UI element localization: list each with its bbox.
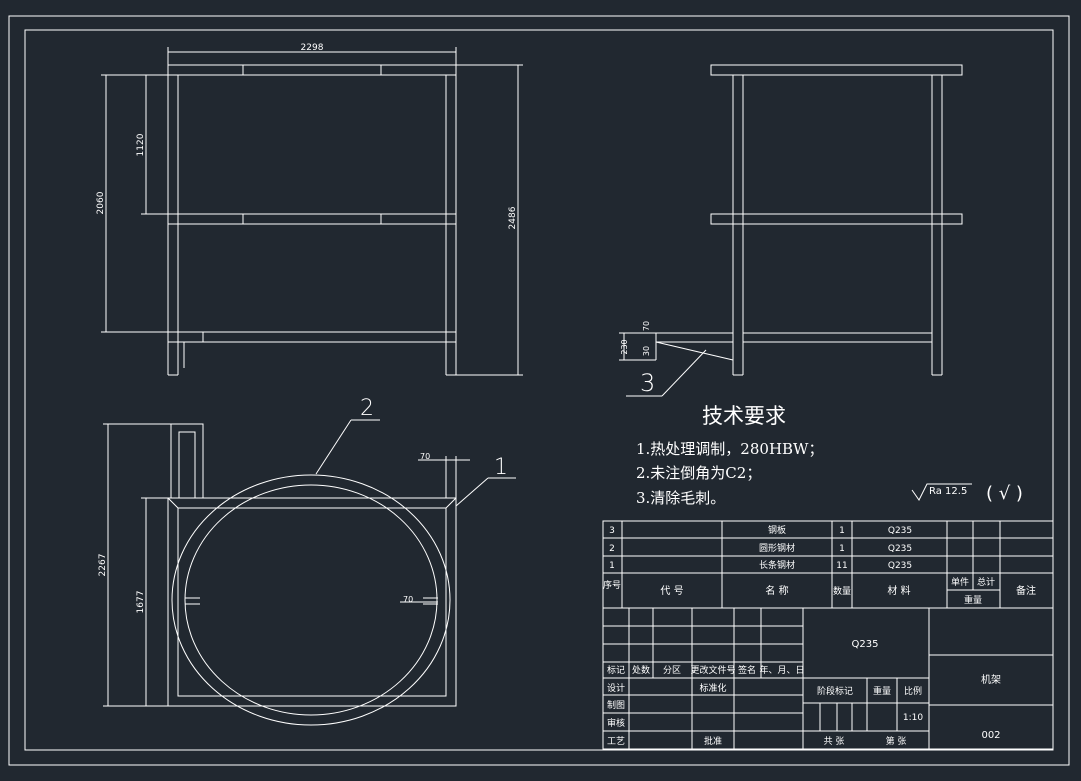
bom-head-no: 序号	[603, 579, 621, 591]
tb-process: 工艺	[607, 736, 625, 747]
tb-scale-label: 比例	[904, 685, 922, 697]
bom-head-unit: 单件	[951, 576, 969, 588]
tb-drafter: 制图	[607, 699, 625, 711]
inner-border	[24, 29, 1054, 751]
tb-approve: 批准	[704, 735, 722, 747]
tb-designer: 设计	[607, 682, 625, 694]
dim-plan-70b: 70	[403, 595, 413, 604]
bom-head-total: 总计	[977, 576, 995, 588]
bom-table: 3 钢板 1 Q235 2 圆形钢材 1 Q235 1 长条钢材 11 Q235…	[602, 520, 1054, 609]
outer-border	[8, 15, 1070, 766]
dim-side-30: 30	[642, 346, 651, 356]
tb-change-doc: 更改文件号	[690, 664, 735, 676]
tb-sign: 签名	[738, 664, 756, 676]
tb-marker: 标记	[607, 664, 625, 676]
dim-plan-70a: 70	[420, 452, 430, 461]
balloon-1: 1	[494, 455, 508, 480]
bom-row-2-qty: 1	[839, 544, 845, 554]
roughness-symbol	[911, 483, 972, 501]
roughness-general: ( √ )	[986, 483, 1023, 504]
bom-row-3-material: Q235	[888, 526, 912, 536]
tb-zone: 分区	[663, 665, 681, 676]
bom-row-2-no: 2	[609, 544, 615, 554]
dim-front-height: 2060	[96, 191, 106, 214]
tech-line-1: 1.热处理调制，280HBW；	[636, 440, 823, 458]
tech-line-2: 2.未注倒角为C2；	[636, 464, 761, 482]
bom-head-material: 材 料	[887, 584, 910, 597]
bom-row-1-material: Q235	[888, 561, 912, 571]
dim-total-height: 2486	[508, 206, 518, 229]
title-block: Q235 机架 002 标记 处数 分区 更改文件号 签名 年、月、日 设计 标…	[602, 607, 1054, 750]
balloon-2: 2	[360, 396, 374, 421]
tb-stage-mark: 阶段标记	[817, 685, 853, 697]
tb-count: 处数	[632, 664, 650, 676]
tb-weight: 重量	[873, 685, 891, 697]
dim-plan-total: 2267	[98, 554, 108, 577]
bom-row-2-name: 圆形钢材	[759, 542, 795, 554]
tech-title: 技术要求	[702, 404, 786, 428]
plan-view: 2267 1677 70 70 1 2	[98, 396, 516, 726]
dim-plan-inner: 1677	[136, 591, 146, 614]
tb-review: 审核	[607, 717, 625, 729]
tb-drawing-no: 002	[981, 730, 1000, 741]
dim-upper-gap: 1120	[136, 133, 146, 156]
bom-row-2-material: Q235	[888, 544, 912, 554]
bom-row-1-qty: 11	[836, 561, 847, 571]
dim-side-230: 230	[620, 339, 629, 354]
tb-drawing-name: 机架	[981, 673, 1001, 686]
bom-row-3-qty: 1	[839, 526, 845, 536]
roughness-label: Ra 12.5	[929, 486, 967, 497]
bom-row-3-name: 钢板	[768, 524, 786, 536]
bom-row-1-name: 长条钢材	[759, 559, 795, 571]
tb-sheets-total: 共 张	[824, 736, 845, 747]
dim-front-width: 2298	[301, 43, 324, 53]
tb-sheet-no: 第 张	[886, 735, 907, 747]
dim-side-70: 70	[642, 321, 651, 331]
bom-row-1-no: 1	[609, 561, 615, 571]
bom-head-code: 代 号	[660, 585, 683, 597]
tech-line-3: 3.清除毛刺。	[636, 489, 725, 507]
tb-material: Q235	[852, 639, 879, 650]
tb-date: 年、月、日	[759, 664, 804, 676]
side-view: 230 70 30 3	[619, 64, 963, 397]
front-view: 2298 1120 2060 2486	[96, 43, 523, 376]
bom-head-remarks: 备注	[1016, 584, 1036, 597]
bom-head-weight: 重量	[964, 594, 982, 606]
tech-requirements: 技术要求 1.热处理调制，280HBW； 2.未注倒角为C2； 3.清除毛刺。 …	[636, 404, 1023, 507]
bom-head-qty: 数量	[833, 585, 851, 597]
tb-scale: 1:10	[903, 713, 923, 723]
tb-standardize: 标准化	[699, 682, 726, 694]
bom-head-name: 名 称	[765, 584, 788, 597]
bom-row-3-no: 3	[609, 526, 615, 536]
balloon-3: 3	[640, 369, 655, 397]
